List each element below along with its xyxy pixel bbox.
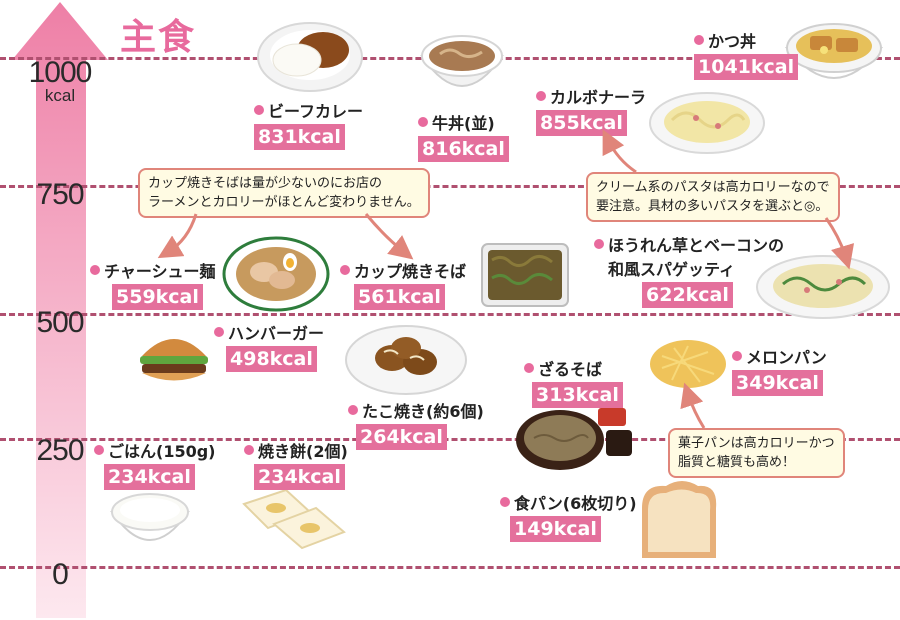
carbonara-name: カルボナーラ (550, 88, 647, 107)
arrow-to-cup-yakisoba (364, 213, 414, 260)
cup-yakisoba-image (481, 243, 569, 307)
spaghetti-item: ほうれん草とベーコンの 和風スパゲッティ 622kcal (594, 232, 784, 308)
gyudon-image (420, 35, 504, 87)
arrow-to-spaghetti (824, 217, 855, 270)
melonpan-kcal: 349kcal (732, 370, 823, 396)
bullet-icon (418, 117, 428, 127)
bullet-icon (90, 265, 100, 275)
yakimochi-image (242, 488, 346, 550)
bullet-icon (694, 35, 704, 45)
gohan-image (110, 493, 190, 541)
hamburger-item: ハンバーガー 498kcal (214, 320, 324, 372)
melonpan-name: メロンパン (746, 348, 827, 367)
melonpan-item: メロンパン 349kcal (732, 344, 827, 396)
melonpan-image (650, 340, 726, 388)
gyudon-item: 牛丼(並) 816kcal (418, 110, 509, 162)
calorie-axis-arrow (12, 2, 108, 618)
cup-note-line2: ラーメンとカロリーがほとんど変わりません。 (148, 195, 420, 210)
spaghetti-image (756, 255, 890, 319)
chashu-men-kcal: 559kcal (112, 284, 203, 310)
chashu-men-item: チャーシュー麺 559kcal (90, 258, 216, 310)
cup-yakisoba-kcal: 561kcal (354, 284, 445, 310)
yakimochi-item: 焼き餅(2個) 234kcal (244, 438, 348, 490)
spaghetti-name-line2: 和風スパゲッティ (608, 260, 736, 279)
gridline-250 (0, 438, 900, 441)
bullet-icon (94, 445, 104, 455)
shokupan-name: 食パン(6枚切り) (514, 494, 637, 513)
bullet-icon (500, 497, 510, 507)
axis-tick-750: 750 (36, 178, 84, 211)
spaghetti-kcal: 622kcal (642, 282, 733, 308)
pasta-note-line2: 要注意。具材の多いパスタを選ぶと◎。 (596, 199, 829, 214)
gohan-kcal: 234kcal (104, 464, 195, 490)
takoyaki-image (345, 325, 467, 395)
gohan-item: ごはん(150g) 234kcal (94, 438, 215, 490)
katsudon-image (784, 23, 884, 79)
pasta-note-line1: クリーム系のパスタは高カロリーなので (596, 180, 830, 195)
bread-note: 菓子パンは高カロリーかつ 脂質と糖質も高め！ (668, 428, 845, 478)
axis-tick-1000: 1000 (28, 56, 93, 89)
bullet-icon (340, 265, 350, 275)
bullet-icon (214, 327, 224, 337)
beef-curry-kcal: 831kcal (254, 124, 345, 150)
bullet-icon (244, 445, 254, 455)
bread-note-line1: 菓子パンは高カロリーかつ (678, 436, 835, 451)
bullet-icon (524, 363, 534, 373)
bread-note-line2: 脂質と糖質も高め！ (678, 455, 796, 470)
bullet-icon (594, 239, 604, 249)
takoyaki-item: たこ焼き(約6個) 264kcal (348, 398, 484, 450)
gyudon-kcal: 816kcal (418, 136, 509, 162)
zarusoba-item: ざるそば 313kcal (524, 356, 623, 408)
axis-unit: kcal (44, 86, 76, 105)
cup-yakisoba-name: カップ焼きそば (354, 262, 467, 281)
yakimochi-name: 焼き餅(2個) (258, 442, 348, 461)
katsudon-kcal: 1041kcal (694, 54, 799, 80)
katsudon-name: かつ丼 (708, 32, 757, 51)
hamburger-name: ハンバーガー (228, 324, 325, 343)
cup-yakisoba-note: カップ焼きそばは量が少ないのにお店の ラーメンとカロリーがほとんど変わりません。 (138, 168, 430, 218)
bullet-icon (732, 351, 742, 361)
carbonara-kcal: 855kcal (536, 110, 627, 136)
bullet-icon (254, 105, 264, 115)
beef-curry-name: ビーフカレー (268, 102, 364, 121)
gridline-0 (0, 566, 900, 569)
hamburger-image (140, 339, 208, 381)
gridline-750 (0, 185, 900, 188)
zarusoba-image (516, 408, 632, 470)
carbonara-item: カルボナーラ 855kcal (536, 84, 646, 136)
arrow-to-chashu-men (157, 213, 198, 259)
zarusoba-kcal: 313kcal (532, 382, 623, 408)
bullet-icon (536, 91, 546, 101)
axis-tick-0: 0 (52, 558, 69, 591)
axis-tick-500: 500 (36, 306, 84, 339)
shokupan-image (642, 481, 717, 558)
arrow-to-carbonara (602, 129, 637, 174)
cup-note-line1: カップ焼きそばは量が少ないのにお店の (148, 176, 383, 191)
spaghetti-name-line1: ほうれん草とベーコンの (608, 236, 785, 255)
beef-curry-item: ビーフカレー 831kcal (254, 98, 363, 150)
zarusoba-name: ざるそば (538, 360, 603, 379)
gohan-name: ごはん(150g) (108, 442, 216, 461)
carbonara-image (649, 92, 765, 154)
arrow-to-melonpan (680, 382, 706, 429)
beef-curry-image (257, 22, 363, 92)
shokupan-item: 食パン(6枚切り) 149kcal (500, 490, 637, 542)
axis-tick-250: 250 (36, 434, 84, 467)
katsudon-item: かつ丼 1041kcal (694, 28, 799, 80)
cup-yakisoba-item: カップ焼きそば 561kcal (340, 258, 466, 310)
chashu-men-image (222, 236, 330, 312)
bullet-icon (348, 405, 358, 415)
gyudon-name: 牛丼(並) (432, 114, 495, 133)
yakimochi-kcal: 234kcal (254, 464, 345, 490)
takoyaki-name: たこ焼き(約6個) (362, 402, 484, 421)
hamburger-kcal: 498kcal (226, 346, 317, 372)
chashu-men-name: チャーシュー麺 (104, 262, 216, 281)
pasta-note: クリーム系のパスタは高カロリーなので 要注意。具材の多いパスタを選ぶと◎。 (586, 172, 840, 222)
page-title: 主食 (120, 17, 197, 58)
shokupan-kcal: 149kcal (510, 516, 601, 542)
takoyaki-kcal: 264kcal (356, 424, 447, 450)
gridline-500 (0, 313, 900, 316)
